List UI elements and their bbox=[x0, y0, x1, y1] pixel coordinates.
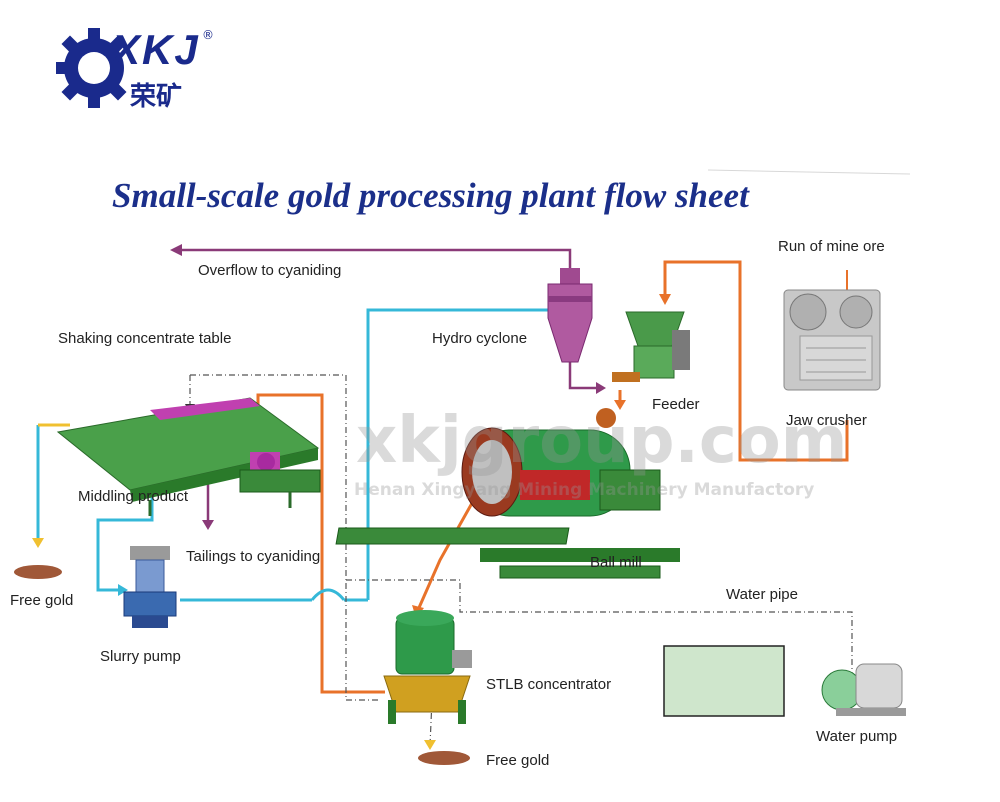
stlb-concentrator-icon bbox=[383, 610, 472, 724]
jaw-crusher-icon bbox=[783, 289, 881, 391]
overflow-arrow-head bbox=[170, 244, 182, 256]
label-slurry-pump: Slurry pump bbox=[100, 648, 181, 665]
water-pipe-line bbox=[189, 374, 853, 746]
feeder-arrow-head bbox=[659, 294, 671, 305]
company-logo: XKJ 荣矿 ® bbox=[52, 22, 222, 114]
logo-text: XKJ bbox=[112, 26, 200, 73]
logo-chinese-text: 荣矿 bbox=[130, 82, 183, 112]
divider-line bbox=[707, 169, 911, 175]
overflow-line bbox=[180, 248, 600, 522]
mill-feed-arrow-head bbox=[614, 400, 626, 410]
watermark-company: Henan Xingyang Mining Machinery Manufact… bbox=[354, 480, 815, 500]
tailings-arrow-head bbox=[202, 520, 214, 530]
label-overflow: Overflow to cyaniding bbox=[198, 262, 342, 279]
watermark-domain: xkjgroup.com bbox=[356, 404, 848, 478]
hydro-cyclone-icon bbox=[547, 268, 593, 363]
label-run-of-mine: Run of mine ore bbox=[778, 238, 885, 255]
gear-icon bbox=[56, 28, 127, 108]
label-tailings: Tailings to cyaniding bbox=[186, 548, 321, 565]
label-feeder: Feeder bbox=[652, 396, 700, 413]
slurry-pump-arrow-head bbox=[118, 584, 128, 596]
label-ball-mill: Ball mill bbox=[590, 554, 642, 571]
feeder-icon bbox=[612, 311, 690, 382]
free-gold-pile-bottom bbox=[418, 751, 470, 765]
label-hydro-cyclone: Hydro cyclone bbox=[432, 330, 528, 347]
water-line bbox=[36, 308, 552, 602]
registered-mark: ® bbox=[202, 28, 214, 42]
label-water-pump: Water pump bbox=[816, 728, 898, 745]
cyclone-underflow-arrow-head bbox=[596, 382, 606, 394]
label-middling: Middling product bbox=[78, 488, 189, 505]
slurry-pump-icon bbox=[123, 546, 177, 628]
free-gold-pile-left bbox=[14, 565, 62, 579]
water-tank-icon bbox=[663, 645, 785, 717]
shaking-table-icon bbox=[56, 397, 321, 516]
label-water-pipe: Water pipe bbox=[726, 586, 798, 603]
label-stlb: STLB concentrator bbox=[486, 676, 612, 693]
ball-mill-icon bbox=[335, 408, 680, 579]
page-title: Small-scale gold processing plant flow s… bbox=[112, 176, 749, 215]
label-jaw-crusher: Jaw crusher bbox=[786, 412, 867, 429]
label-shaking-table: Shaking concentrate table bbox=[58, 330, 232, 347]
gold-arrow-head bbox=[32, 538, 44, 548]
label-free-gold-left: Free gold bbox=[10, 592, 74, 609]
water-pump-icon bbox=[821, 663, 906, 716]
label-free-gold-bottom: Free gold bbox=[486, 752, 550, 769]
